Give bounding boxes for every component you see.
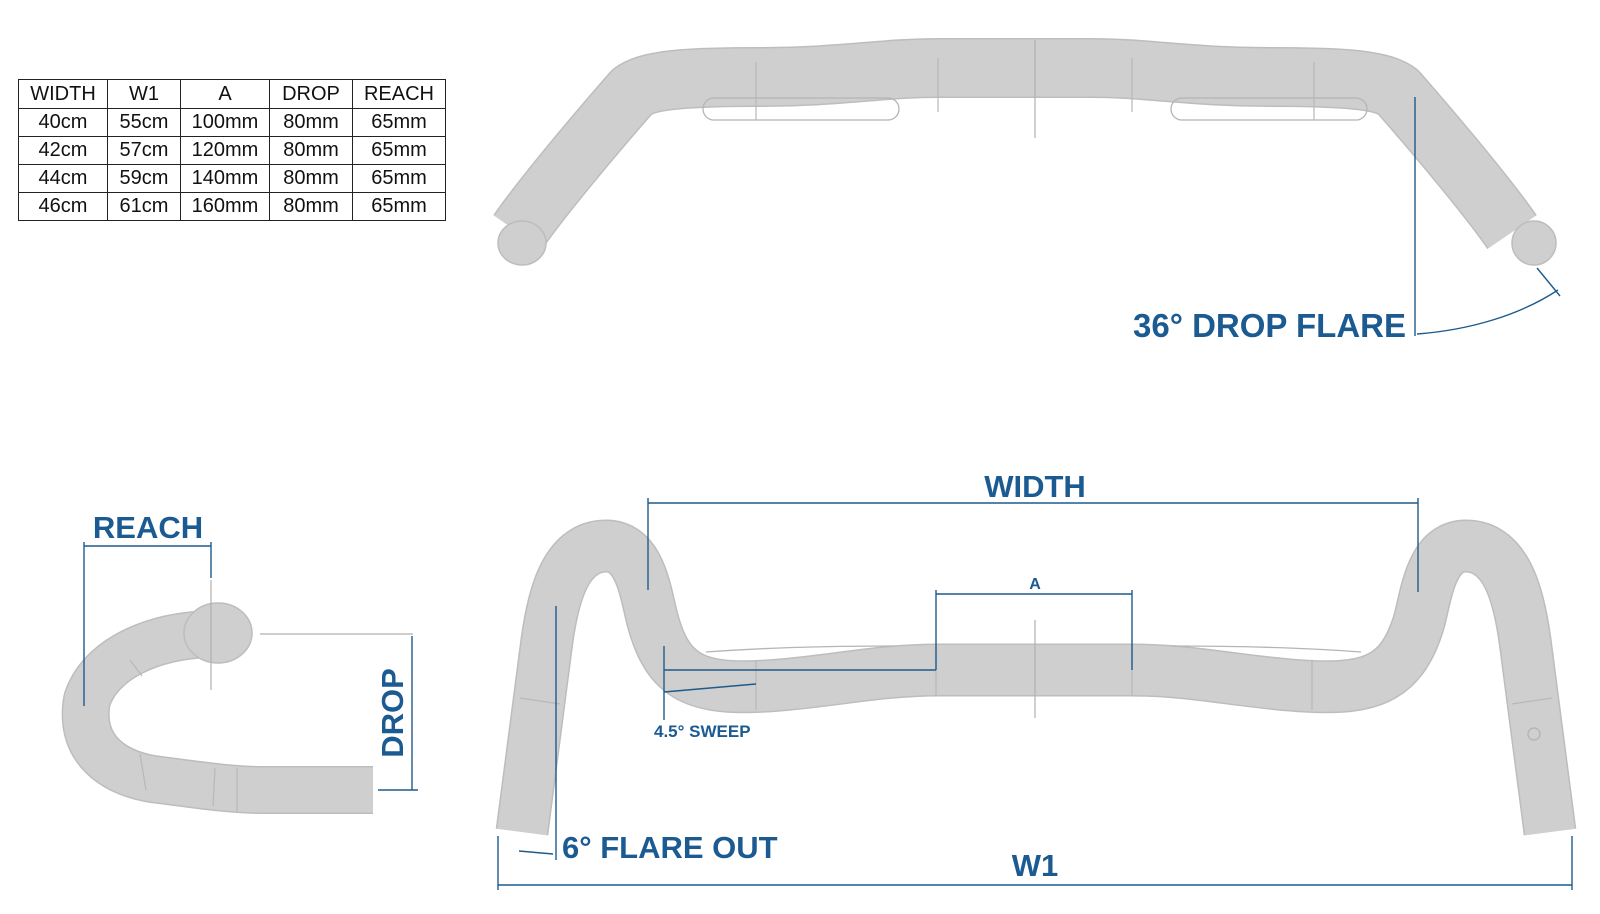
table-row: 46cm 61cm 160mm 80mm 65mm (18, 192, 446, 221)
side-view-handlebar (61, 580, 413, 814)
a-label: A (1029, 576, 1041, 593)
right-bar-end (1511, 220, 1557, 266)
header-reach: REACH (352, 79, 446, 109)
cell-a: 140mm (180, 164, 270, 193)
right-top-grip-texture (1171, 645, 1362, 653)
w1-label: W1 (1012, 848, 1059, 883)
cell-reach: 65mm (352, 108, 446, 137)
cell-reach: 65mm (352, 164, 446, 193)
cell-w1: 61cm (107, 192, 181, 221)
table-row: 42cm 57cm 120mm 80mm 65mm (18, 136, 446, 165)
reach-dimension: REACH (83, 510, 212, 706)
drop-dimension: DROP (375, 636, 418, 791)
table-header-row: WIDTH W1 A DROP REACH (18, 79, 446, 109)
stem-clamp-section (183, 602, 253, 664)
sweep-label: 4.5° SWEEP (654, 722, 751, 741)
drop-flare-dimension: 36° DROP FLARE (1133, 97, 1561, 344)
width-dimension: WIDTH (647, 469, 1419, 592)
left-cable-groove (702, 97, 900, 121)
cell-reach: 65mm (352, 192, 446, 221)
cell-drop: 80mm (269, 192, 353, 221)
front-view-handlebar (493, 38, 1557, 266)
cell-w1: 59cm (107, 164, 181, 193)
cell-a: 160mm (180, 192, 270, 221)
cell-drop: 80mm (269, 108, 353, 137)
cell-w1: 57cm (107, 136, 181, 165)
right-drop-marker (1527, 727, 1541, 741)
table-row: 44cm 59cm 140mm 80mm 65mm (18, 164, 446, 193)
left-bar-end (497, 220, 547, 266)
cell-width: 42cm (18, 136, 108, 165)
cell-a: 120mm (180, 136, 270, 165)
header-w1: W1 (107, 79, 181, 109)
cell-drop: 80mm (269, 136, 353, 165)
cell-w1: 55cm (107, 108, 181, 137)
flare-out-label: 6° FLARE OUT (562, 830, 778, 865)
top-view-handlebar (495, 519, 1577, 836)
sweep-dimension: 4.5° SWEEP (654, 646, 936, 741)
w1-dimension: W1 (497, 836, 1573, 890)
size-table: WIDTH W1 A DROP REACH 40cm 55cm 100mm 80… (18, 79, 446, 221)
left-top-grip-texture (705, 645, 896, 653)
table-row: 40cm 55cm 100mm 80mm 65mm (18, 108, 446, 137)
drop-flare-label: 36° DROP FLARE (1133, 307, 1406, 344)
width-label: WIDTH (984, 469, 1086, 504)
a-dimension: A (935, 576, 1133, 670)
flare-out-dimension: 6° FLARE OUT (518, 606, 778, 865)
right-cable-groove (1170, 97, 1368, 121)
cell-reach: 65mm (352, 136, 446, 165)
cell-width: 40cm (18, 108, 108, 137)
drop-label: DROP (375, 668, 410, 758)
reach-label: REACH (93, 510, 203, 545)
header-width: WIDTH (18, 79, 108, 109)
cell-width: 44cm (18, 164, 108, 193)
header-a: A (180, 79, 270, 109)
